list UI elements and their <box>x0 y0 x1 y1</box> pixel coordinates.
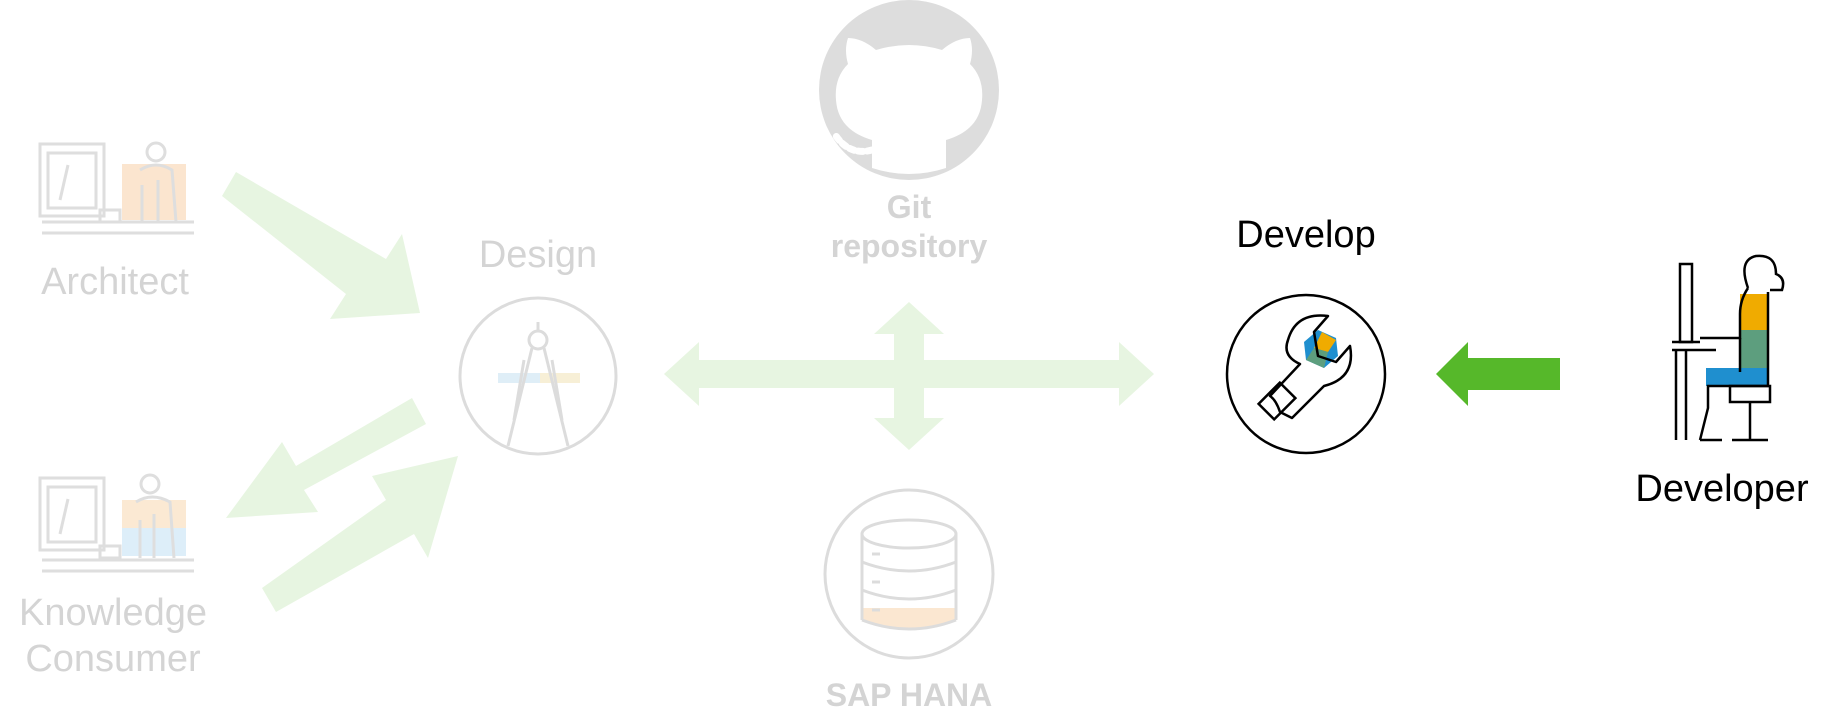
wrench-icon <box>1225 293 1387 455</box>
compass-icon <box>458 296 618 456</box>
develop-label: Develop <box>1236 214 1376 256</box>
arrow-design-to-consumer <box>226 398 426 518</box>
developer-label: Developer <box>1635 468 1809 510</box>
architect-icon <box>38 141 194 235</box>
arrow-architect-to-design <box>222 172 420 319</box>
arrow-consumer-to-design <box>262 456 458 612</box>
arrow-git-hana-double <box>874 302 944 450</box>
git-repository-label: Git repository <box>830 189 988 265</box>
sap-hana-label: SAP HANA <box>825 677 993 713</box>
knowledge-consumer-label: Knowledge Consumer <box>18 592 208 681</box>
architect-label: Architect <box>41 261 189 303</box>
design-label: Design <box>478 234 598 276</box>
github-icon <box>819 0 999 180</box>
developer-icon <box>1672 254 1785 442</box>
database-icon <box>823 488 995 660</box>
arrow-developer-to-develop <box>1436 342 1560 406</box>
knowledge-consumer-icon <box>38 473 194 573</box>
faded-arrows <box>222 172 1154 612</box>
